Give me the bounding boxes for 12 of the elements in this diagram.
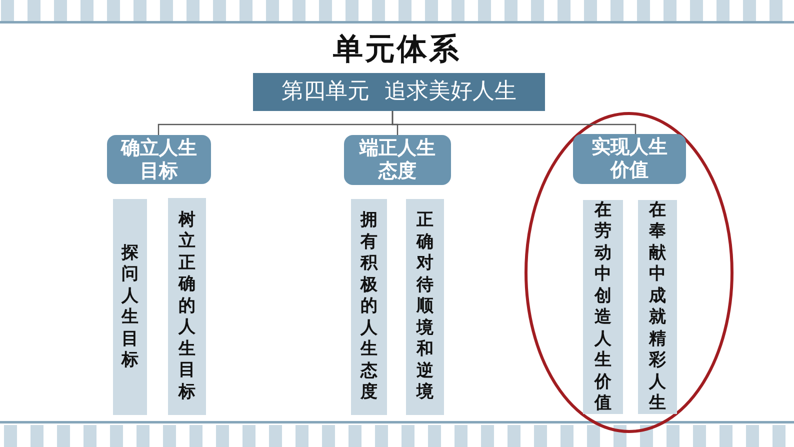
unit-banner: 第四单元 追求美好人生 bbox=[253, 73, 545, 111]
subtopic-bar: 树立正确的人生目标 bbox=[168, 198, 206, 415]
title: 单元体系 bbox=[333, 31, 461, 69]
topic-box: 端正人生态度 bbox=[344, 135, 451, 185]
topic-box: 确立人生目标 bbox=[107, 135, 211, 184]
subtopic-bar: 在奉献中成就精彩人生 bbox=[638, 200, 677, 414]
subtopic-bar: 探问人生目标 bbox=[113, 199, 147, 415]
subtopic-bar: 在劳动中创造人生价值 bbox=[583, 200, 623, 414]
topic-box: 实现人生价值 bbox=[573, 134, 686, 184]
connector-line bbox=[392, 111, 636, 134]
subtopic-bar: 拥有积极的人生态度 bbox=[351, 199, 387, 415]
subtopic-bar: 正确对待顺境和逆境 bbox=[406, 199, 444, 415]
